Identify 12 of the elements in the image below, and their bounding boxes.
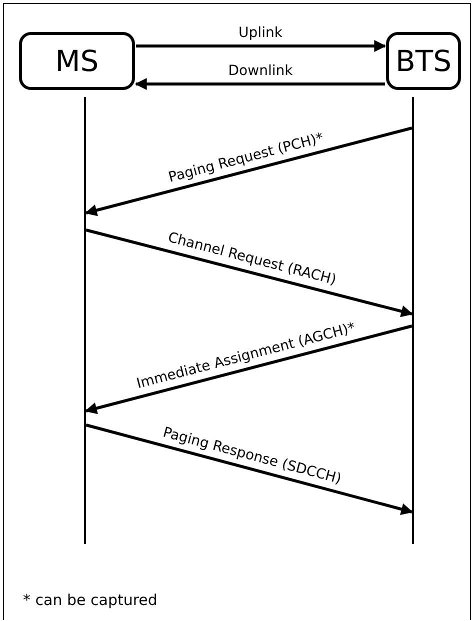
arrow <box>134 78 385 90</box>
arrow <box>86 424 414 515</box>
arrow <box>84 126 412 216</box>
footnote: * can be captured <box>23 591 158 609</box>
edge-label: Paging Request (PCH)* <box>166 130 325 186</box>
entity-box: BTS <box>386 32 461 90</box>
edge-label: Uplink <box>238 25 282 41</box>
entity-box: MS <box>19 32 135 90</box>
edge-label: Downlink <box>228 63 293 79</box>
arrow <box>84 324 412 414</box>
arrow <box>136 40 386 52</box>
arrow <box>86 228 414 318</box>
